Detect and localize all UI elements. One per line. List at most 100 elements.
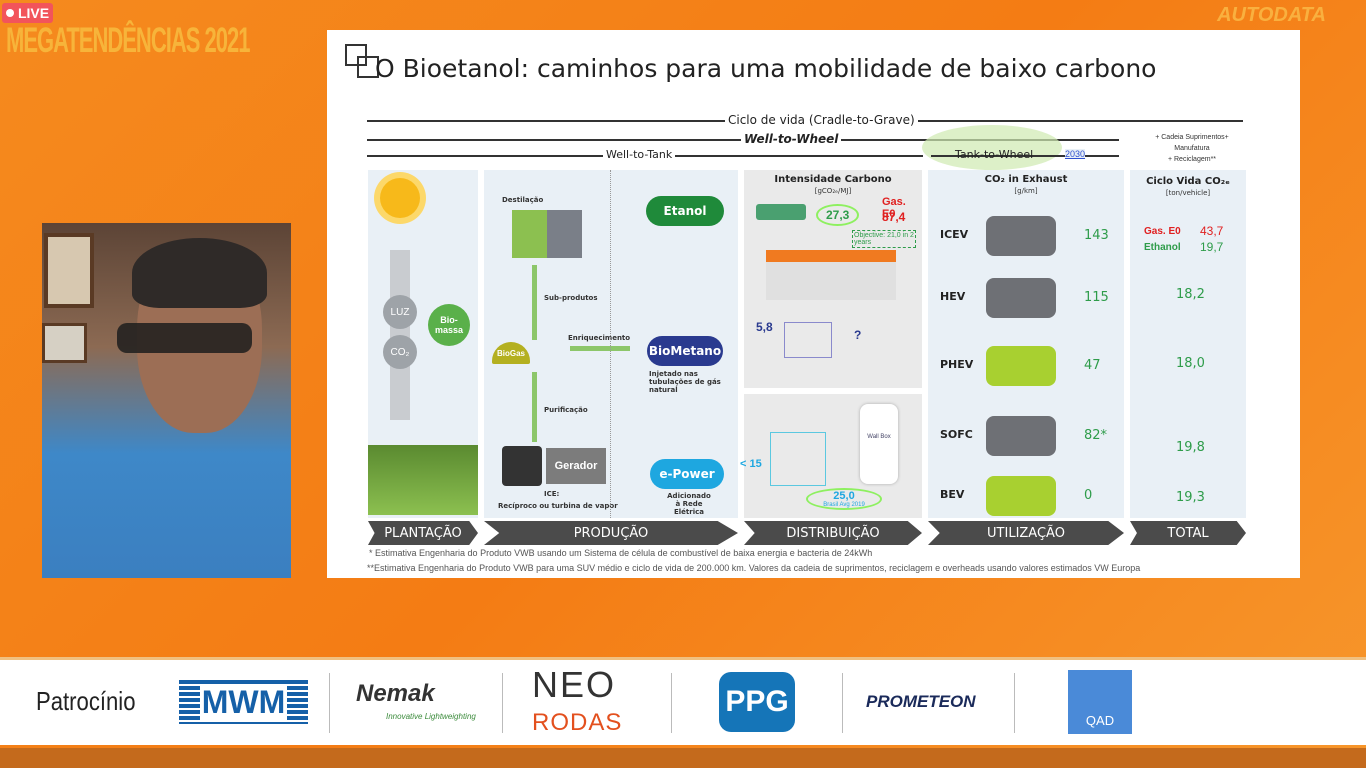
purificacao-label: Purificação — [544, 406, 588, 414]
neo-logo: NEO — [532, 664, 617, 705]
ttw-line — [931, 155, 1119, 157]
total-gas-value: 43,7 — [1200, 224, 1224, 238]
vehicle-type: ICEV — [940, 228, 969, 241]
biometano-pill: BioMetano — [647, 336, 723, 366]
nemak-logo: Nemak — [356, 680, 435, 707]
divider — [329, 673, 330, 733]
arrow-icon — [532, 372, 537, 442]
total-hev: 18,2 — [1176, 287, 1205, 302]
intensidade-unit: [gCO₂ₑ/MJ] — [814, 187, 852, 195]
stage-total: TOTAL — [1130, 521, 1246, 545]
bottom-strip — [0, 748, 1366, 768]
vehicle-icon — [986, 278, 1056, 318]
divider — [1014, 673, 1015, 733]
plantacao-panel: LUZ CO₂ Bio-massa — [368, 170, 478, 518]
arrow-icon — [532, 265, 537, 340]
biometano-intensity: 5,8 — [756, 320, 773, 334]
stage-distribuicao: DISTRIBUIÇÃO — [744, 521, 922, 545]
sponsor-label: Patrocínio — [36, 686, 136, 716]
brasil-label: Brasil Avg 2019 — [823, 502, 865, 508]
pipe-valve-icon — [784, 322, 832, 358]
live-dot-icon — [5, 9, 14, 17]
presentation-slide: O Bioetanol: caminhos para uma mobilidad… — [327, 30, 1300, 578]
ttw-label: Tank-to-Wheel — [955, 148, 1034, 161]
wtt-label: Well-to-Tank — [603, 148, 676, 161]
intensidade-header: Intensidade Carbono — [774, 174, 892, 185]
live-label: LIVE — [17, 5, 50, 21]
objective-note: Objective: 21,0 in 2 years — [852, 230, 916, 248]
unknown-mark: ? — [854, 328, 862, 342]
wtw-label: Well-to-Wheel — [741, 132, 842, 146]
divider — [671, 673, 672, 733]
wallbox-label: Wall Box — [867, 434, 891, 440]
ice-desc: Recíproco ou turbina de vapor — [498, 502, 618, 510]
total-header: Ciclo Vida CO₂ₑ — [1146, 176, 1230, 187]
subprodutos-label: Sub-produtos — [544, 294, 598, 302]
slide-logo-icon — [357, 56, 379, 78]
vehicle-exhaust: 0 — [1084, 488, 1093, 503]
vehicle-type: HEV — [940, 290, 966, 303]
gas-station-icon — [766, 250, 896, 300]
nemak-tagline: Innovative Lightweighting — [386, 712, 476, 721]
producao-panel: Destilação Sub-produtos BioGas Enriqueci… — [484, 170, 738, 518]
vehicle-exhaust: 143 — [1084, 228, 1109, 243]
distillery-icon — [512, 210, 582, 258]
speaker-glasses — [117, 323, 252, 353]
rodas-logo: RODAS — [532, 709, 623, 736]
ttw-year: 2030 — [1065, 149, 1086, 159]
ice-label: ICE: — [544, 490, 560, 498]
extra-scope-3: + Reciclagem** — [1167, 156, 1217, 163]
total-eth-label: Ethanol — [1144, 242, 1181, 253]
gas-label: Gas. E0 — [882, 196, 906, 220]
total-gas-label: Gas. E0 — [1144, 226, 1181, 237]
extra-scope: + Cadeia Suprimentos+ Manufatura + Recicla… — [1137, 132, 1247, 165]
wall-frame — [42, 323, 87, 363]
footnote-1: * Estimativa Engenharia do Produto VWB u… — [369, 548, 873, 558]
total-phev: 18,0 — [1176, 356, 1205, 371]
arrow-icon — [570, 346, 630, 351]
wallbox-icon: Wall Box — [860, 404, 898, 484]
vehicle-icon — [986, 416, 1056, 456]
stage-plantacao: PLANTAÇÃO — [368, 521, 478, 545]
etanol-pill: Etanol — [646, 196, 724, 226]
total-bev: 19,3 — [1176, 490, 1205, 505]
vehicle-exhaust: 115 — [1084, 290, 1109, 305]
gas-intensity: 87,4 — [882, 210, 906, 224]
cradle-label: Ciclo de vida (Cradle-to-Grave) — [725, 113, 918, 127]
stage-producao: PRODUÇÃO — [484, 521, 738, 545]
sun-icon — [380, 178, 420, 218]
event-logo: MEGATENDÊNCIAS 2021 — [6, 20, 250, 60]
vehicle-icon — [986, 216, 1056, 256]
highlight-mark — [922, 125, 1062, 170]
divider — [610, 170, 611, 518]
exhaust-unit: [g/km] — [1014, 187, 1038, 195]
speaker-hair — [132, 238, 267, 308]
vehicle-icon — [986, 476, 1056, 516]
epower-pill: e-Power — [650, 459, 724, 489]
tanker-truck-icon — [756, 204, 806, 220]
distribuicao-panel: Intensidade Carbono [gCO₂ₑ/MJ] 27,3 Gas.… — [744, 170, 922, 388]
power-tower-icon — [770, 432, 826, 486]
live-badge: LIVE — [2, 3, 53, 23]
epower-desc: Adicionado à Rede Elétrica — [667, 492, 711, 516]
vehicle-exhaust: 47 — [1084, 358, 1101, 373]
divider — [502, 673, 503, 733]
epower-intensity: < 15 — [740, 458, 762, 470]
mwm-text: MWM — [199, 684, 288, 720]
vehicle-type: BEV — [940, 488, 965, 501]
sugarcane-image — [368, 445, 478, 515]
footnote-2: **Estimativa Engenharia do Produto VWB p… — [367, 563, 1141, 573]
wall-frame — [44, 233, 94, 308]
brasil-value: 25,0 — [833, 490, 855, 502]
vehicle-type: PHEV — [940, 358, 974, 371]
total-unit: [ton/vehicle] — [1165, 189, 1211, 197]
slide-logo-icon — [345, 44, 367, 66]
extra-scope-1: + Cadeia Suprimentos+ — [1155, 134, 1229, 141]
total-eth-value: 19,7 — [1200, 240, 1224, 254]
biometano-desc: Injetado nas tubulações de gás natural — [649, 370, 721, 394]
engine-icon — [502, 446, 542, 486]
extra-scope-2: Manufatura — [1174, 145, 1210, 152]
total-sofc: 19,8 — [1176, 440, 1205, 455]
gerador-box: Gerador — [546, 448, 606, 484]
